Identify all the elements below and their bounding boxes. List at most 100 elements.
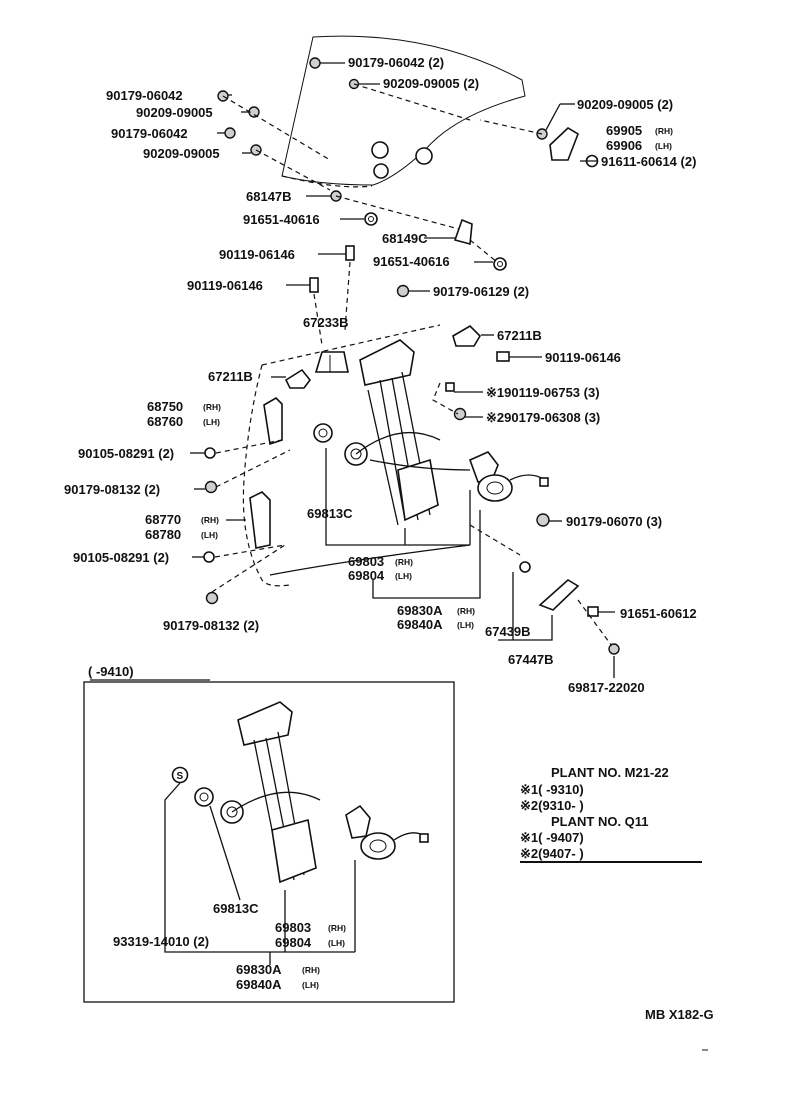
lower-bracket	[469, 524, 620, 655]
washer-icon	[493, 257, 507, 271]
gear-icon	[194, 787, 214, 807]
nut-icon	[608, 643, 620, 655]
part-number-label: ※290179-06308 (3)	[486, 410, 600, 425]
part-number-label: 69830A	[397, 603, 443, 618]
bolt-icon	[445, 382, 455, 392]
part-number-label: 68147B	[246, 189, 292, 204]
screws-regulator	[432, 382, 550, 527]
part-number-label: 67211B	[497, 328, 542, 343]
part-number-label: 90179-08132 (2)	[163, 618, 259, 633]
part-number-label: 69830A	[236, 962, 282, 977]
plant-note: ※1( -9407)	[520, 830, 584, 845]
door-outline	[242, 324, 471, 587]
gear-icon	[313, 423, 333, 443]
part-number-label: 90209-09005	[143, 146, 220, 161]
plant-note: ※2(9407- )	[520, 846, 584, 861]
part-number-label: 90209-09005 (2)	[383, 76, 479, 91]
glass-hole	[415, 147, 433, 165]
part-number-label: 69803	[348, 554, 384, 569]
part-number-label: 90179-08132 (2)	[64, 482, 160, 497]
bolt-icon	[345, 245, 355, 261]
nut-icon	[204, 480, 218, 494]
inset-range-label: ( -9410)	[88, 664, 134, 679]
part-number-label: 67447B	[508, 652, 554, 667]
glass-hole	[371, 141, 389, 159]
motor-icon	[477, 474, 513, 502]
part-number-label: 91651-40616	[243, 212, 320, 227]
part-number-label: 93319-14010 (2)	[113, 934, 209, 949]
part-number-label: 68770	[145, 512, 181, 527]
part-number-label: 68760	[147, 414, 183, 429]
part-number-label: 69804	[275, 935, 312, 950]
leader-lines	[190, 62, 615, 678]
part-number-label: 90119-06146	[545, 350, 621, 365]
side-tag: (LH)	[302, 980, 319, 990]
svg-text:S: S	[177, 771, 184, 782]
part-number-label: 90179-06042	[106, 88, 183, 103]
part-number-label: 90179-06070 (3)	[566, 514, 662, 529]
bolt-icon	[519, 561, 531, 573]
door-glass	[281, 35, 526, 188]
side-tag: (LH)	[655, 141, 672, 151]
part-number-label: 69840A	[397, 617, 443, 632]
side-tag: (RH)	[655, 126, 673, 136]
nut-icon	[396, 284, 410, 298]
regulator-motor	[468, 451, 549, 502]
part-number-label: 90179-06129 (2)	[433, 284, 529, 299]
part-number-label: 90119-06146	[187, 278, 263, 293]
side-tag: (RH)	[302, 965, 320, 975]
part-labels: 90179-06042 (2) 90209-09005 (2) 90179-06…	[64, 55, 697, 992]
part-number-label: 69905	[606, 123, 642, 138]
side-tag: (RH)	[201, 515, 219, 525]
fastener-group-top	[217, 57, 471, 233]
side-tag: (LH)	[203, 417, 220, 427]
part-number-label: 67233B	[303, 315, 349, 330]
bolts-90119	[309, 245, 355, 346]
plant-title: PLANT NO. Q11	[551, 814, 649, 829]
nut-icon	[309, 57, 321, 69]
part-number-label: 68149C	[382, 231, 428, 246]
side-tag: (RH)	[395, 557, 413, 567]
plant-notes: PLANT NO. M21-22 ※1( -9310) ※2(9310- ) P…	[520, 765, 702, 863]
side-tag: (LH)	[201, 530, 218, 540]
bracket-67211B-right	[452, 324, 510, 362]
part-number-label: 69906	[606, 138, 642, 153]
inset-variant-box: S	[83, 679, 455, 1003]
side-tag: (LH)	[328, 938, 345, 948]
part-number-label: 91651-60612	[620, 606, 697, 621]
nut-icon	[205, 591, 219, 605]
part-number-label: 69813C	[213, 901, 259, 916]
glass-hole	[373, 163, 389, 179]
window-regulator	[344, 339, 471, 526]
part-number-label: ※190119-06753 (3)	[486, 385, 600, 400]
part-number-label: 90209-09005 (2)	[577, 97, 673, 112]
part-number-label: 67211B	[208, 369, 253, 384]
bracket-67233B	[314, 351, 349, 373]
part-number-label: 90119-06146	[219, 247, 295, 262]
bolt-icon	[203, 551, 215, 563]
side-tag: (RH)	[328, 923, 346, 933]
part-number-label: 69813C	[307, 506, 353, 521]
bolt-icon	[309, 277, 319, 293]
part-number-label: 90105-08291 (2)	[73, 550, 169, 565]
part-number-label: 68780	[145, 527, 181, 542]
plant-note: ※2(9310- )	[520, 798, 584, 813]
side-tag: (LH)	[395, 571, 412, 581]
hinge-68750	[204, 396, 291, 494]
gear-69813C	[313, 423, 333, 443]
part-number-label: 69804	[348, 568, 385, 583]
hinge-68770	[203, 491, 286, 605]
screw-icon	[171, 766, 189, 784]
part-number-label: 69803	[275, 920, 311, 935]
part-number-label: 90105-08291 (2)	[78, 446, 174, 461]
nut-icon	[224, 127, 236, 139]
bracket-68149C	[453, 218, 507, 271]
side-tag: (RH)	[203, 402, 221, 412]
part-number-label: 68750	[147, 399, 183, 414]
bracket-67211B-left	[284, 368, 312, 389]
washer-icon	[364, 212, 378, 226]
part-number-label: 90209-09005	[136, 105, 213, 120]
plant-note: ※1( -9310)	[520, 782, 584, 797]
